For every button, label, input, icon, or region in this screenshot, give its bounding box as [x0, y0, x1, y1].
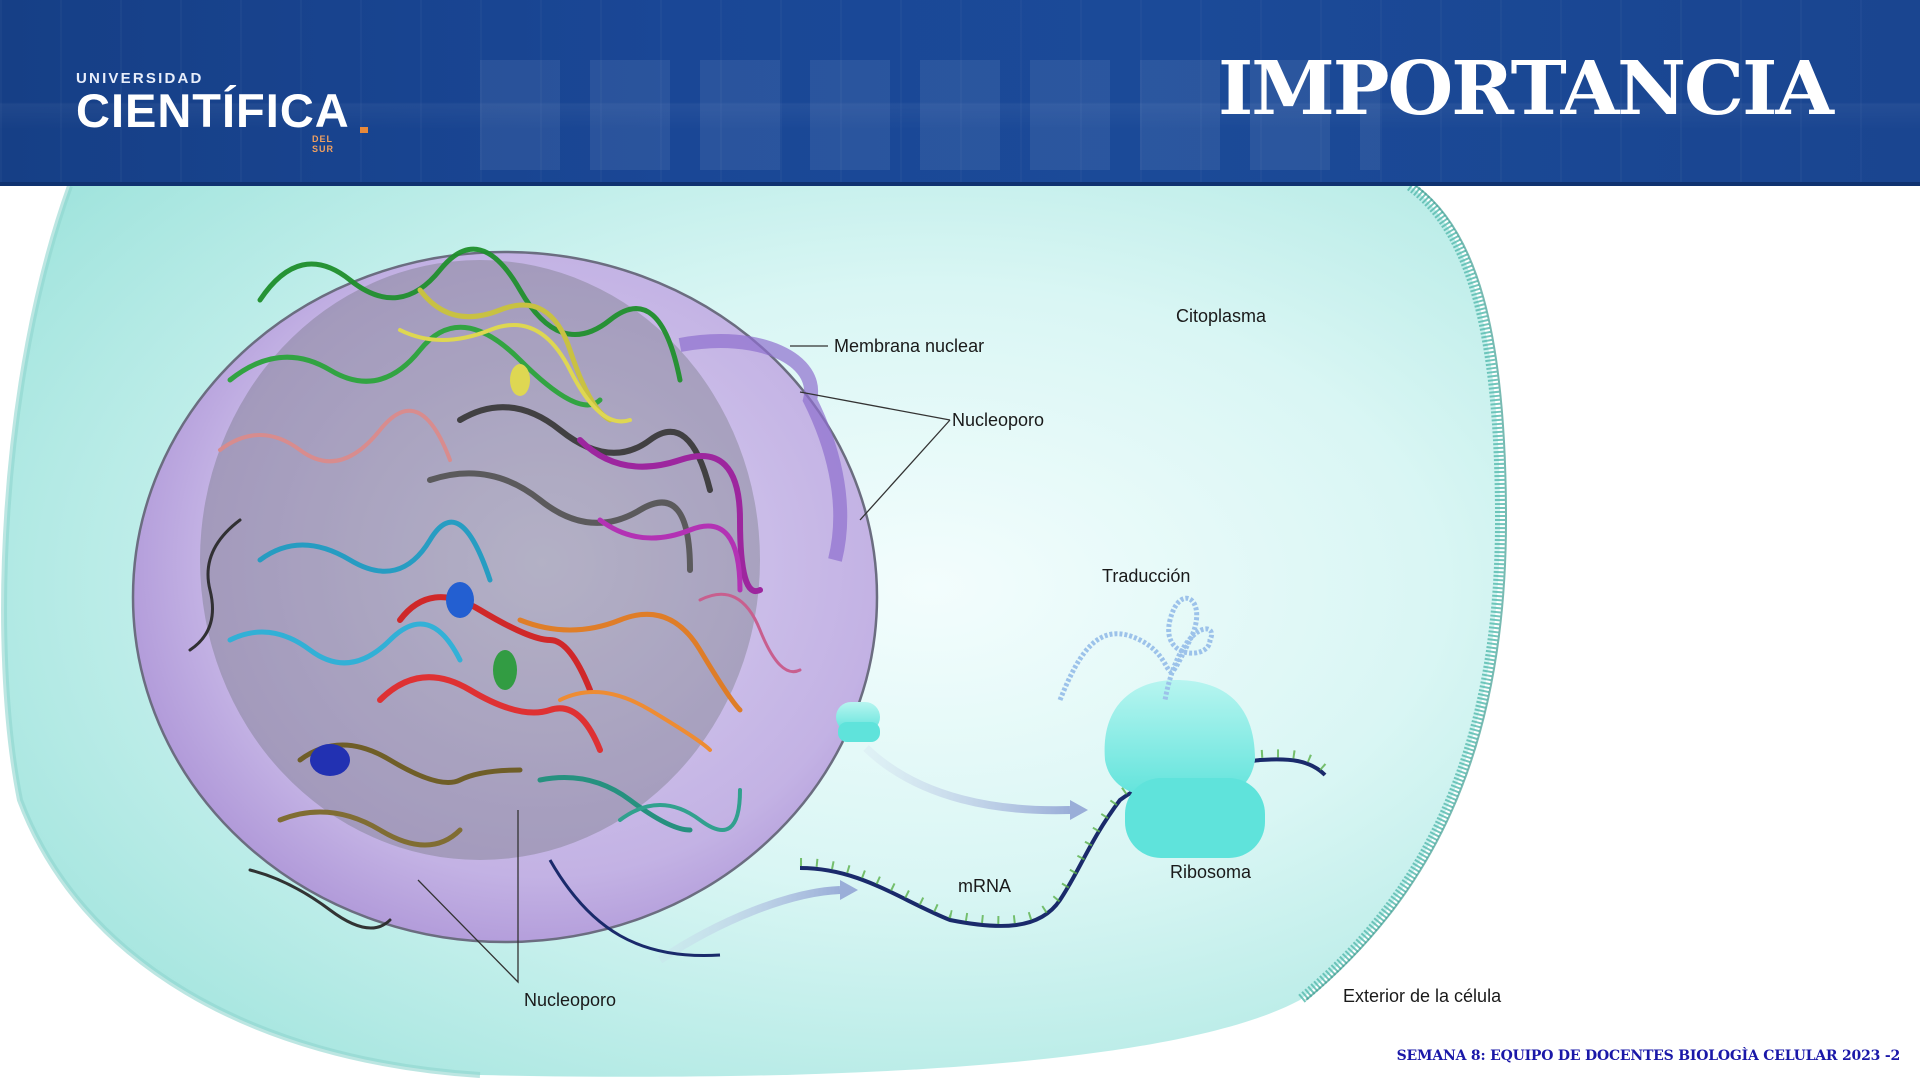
slide-header: UNIVERSIDAD CIENTÍFICA DEL SUR IMPORTANC…: [0, 0, 1920, 186]
label-citoplasma: Citoplasma: [1176, 306, 1267, 326]
free-ribosome: [836, 702, 880, 742]
cell-illustration: [1, 181, 1508, 1078]
slide-footer: SEMANA 8: EQUIPO DE DOCENTES BIOLOGÌA CE…: [1396, 1048, 1901, 1064]
label-leader-lines: [417, 345, 951, 984]
export-arrow: [863, 745, 1071, 815]
university-logo: UNIVERSIDAD CIENTÍFICA DEL SUR: [76, 70, 368, 154]
label-traduccion: Traducción: [1102, 566, 1191, 586]
header-background-photo: [0, 0, 1920, 186]
label-nucleoporo-top: Nucleoporo: [952, 410, 1045, 430]
header-background-building: [480, 60, 1380, 170]
logo-accent-icon: [360, 127, 368, 133]
label-exterior-celula: Exterior de la célula: [1343, 986, 1502, 1006]
chromatin: [188, 246, 802, 930]
cell-diagram: Membrana nuclear Citoplasma Nucleoporo T…: [0, 181, 1920, 1080]
slide-title: IMPORTANCIA: [1218, 46, 1834, 132]
label-mrna: mRNA: [958, 876, 1011, 896]
label-nucleoporo-bottom: Nucleoporo: [524, 990, 617, 1010]
logo-cientifica: CIENTÍFICA: [76, 84, 350, 137]
logo-del-sur: DEL SUR: [312, 134, 335, 154]
mrna-strand: [799, 757, 1327, 928]
header-divider: [0, 182, 1920, 186]
label-ribosoma: Ribosoma: [1170, 862, 1252, 882]
logo-universidad: UNIVERSIDAD: [76, 70, 204, 87]
label-membrana-nuclear: Membrana nuclear: [834, 336, 985, 356]
polypeptide-chain: [1057, 595, 1214, 701]
ribosome: [1104, 680, 1265, 858]
